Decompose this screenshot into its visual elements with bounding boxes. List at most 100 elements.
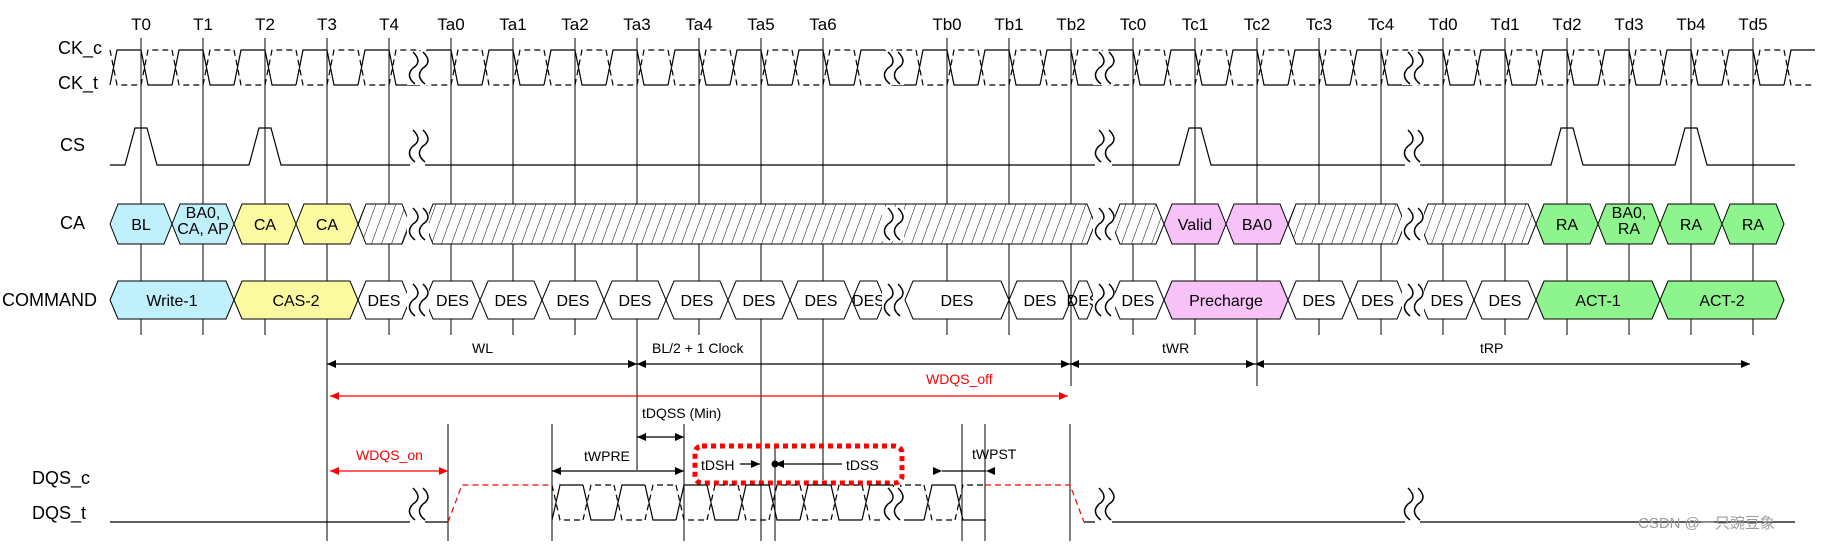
break-mark xyxy=(1094,207,1105,241)
clock-label-t2: T2 xyxy=(255,15,275,34)
break-mark xyxy=(1094,129,1105,163)
break-marks xyxy=(407,51,1424,521)
arrow-head xyxy=(1059,392,1068,400)
command-box-label: DES xyxy=(805,293,838,310)
break-mark xyxy=(418,283,429,317)
ca-box-label: RA xyxy=(1742,217,1765,234)
ca-box-label: RA xyxy=(1680,217,1703,234)
break-mask xyxy=(1402,283,1424,317)
clock-label-td5: Td5 xyxy=(1738,15,1767,34)
dqs-waveforms xyxy=(110,484,1795,523)
break-mask xyxy=(1093,487,1115,521)
ca-dont-care xyxy=(1287,203,1406,245)
arrow-head xyxy=(552,467,561,475)
break-mark xyxy=(1104,207,1115,241)
clock-label-ta3: Ta3 xyxy=(623,15,650,34)
timing-annotations: WL BL/2 + 1 Clock tWR tRP WDQS_off tDQSS… xyxy=(327,340,1750,486)
break-mask xyxy=(882,207,904,241)
wdqs-off-label: WDQS_off xyxy=(926,371,993,387)
ca-box-label: BL xyxy=(131,217,151,234)
arrow-head xyxy=(1246,360,1255,368)
arrow-head xyxy=(637,433,646,441)
break-mark xyxy=(418,129,429,163)
break-mask xyxy=(1093,129,1115,163)
ca-dont-care xyxy=(1419,203,1537,245)
break-mask xyxy=(407,283,429,317)
cs-waveform xyxy=(110,127,1795,166)
break-mask xyxy=(407,487,429,521)
clock-label-tb4: Tb4 xyxy=(1676,15,1705,34)
ca-box-label: CA xyxy=(316,217,339,234)
cs-line xyxy=(110,127,1795,166)
ca-dont-care xyxy=(424,203,1096,245)
break-mark xyxy=(1413,283,1424,317)
break-mark xyxy=(883,207,894,241)
tdsh-tdss-highlight xyxy=(692,443,905,486)
break-mark xyxy=(408,487,419,521)
clock-label-td0: Td0 xyxy=(1428,15,1457,34)
clock-label-tb0: Tb0 xyxy=(932,15,961,34)
tdqss-label: tDQSS (Min) xyxy=(642,405,721,421)
command-box-label: DES xyxy=(681,293,714,310)
break-mark xyxy=(883,51,894,85)
clock-label-tc1: Tc1 xyxy=(1182,15,1208,34)
command-box-label: Precharge xyxy=(1189,293,1263,310)
break-mask xyxy=(1093,51,1115,85)
clock-label-t0: T0 xyxy=(131,15,151,34)
break-mark xyxy=(1094,487,1105,521)
ca-box-label: RA xyxy=(1556,217,1579,234)
command-box-label: DES xyxy=(852,293,885,310)
ca-box-label: CA xyxy=(254,217,277,234)
break-mark xyxy=(1403,207,1414,241)
arrow-head xyxy=(1061,360,1070,368)
break-mark xyxy=(1104,129,1115,163)
clock-label-ta4: Ta4 xyxy=(685,15,712,34)
signal-label-dqs-t: DQS_t xyxy=(32,503,86,524)
ca-box-label: BA0, xyxy=(186,205,221,222)
break-mask xyxy=(1402,129,1424,163)
clock-label-ta1: Ta1 xyxy=(499,15,526,34)
command-box-label: DES xyxy=(1122,293,1155,310)
break-mark xyxy=(1104,51,1115,85)
ca-box-label: CA, AP xyxy=(177,221,229,238)
break-mark xyxy=(893,283,904,317)
break-mask xyxy=(407,51,429,85)
signal-label-ca: CA xyxy=(60,213,85,233)
wl-label: WL xyxy=(472,340,493,356)
clock-label-tb2: Tb2 xyxy=(1056,15,1085,34)
arrow-head xyxy=(751,460,760,468)
break-mask xyxy=(1402,51,1424,85)
trp-label: tRP xyxy=(1480,340,1503,356)
arrow-head xyxy=(330,467,339,475)
clock-label-t4: T4 xyxy=(379,15,399,34)
arrow-head xyxy=(933,467,942,475)
clock-label-td3: Td3 xyxy=(1614,15,1643,34)
clock-label-tc2: Tc2 xyxy=(1244,15,1270,34)
dqs-preamble-red xyxy=(447,484,552,523)
break-mask xyxy=(882,51,904,85)
clock-label-tb1: Tb1 xyxy=(994,15,1023,34)
command-box-label: CAS-2 xyxy=(272,293,319,310)
break-mark xyxy=(893,487,904,521)
tdsh-label: tDSH xyxy=(701,457,734,473)
break-mark xyxy=(1413,487,1424,521)
command-box-label: DES xyxy=(1303,293,1336,310)
signal-label-cs: CS xyxy=(60,135,85,155)
clock-label-tc4: Tc4 xyxy=(1368,15,1394,34)
arrow-head xyxy=(675,433,684,441)
break-mark xyxy=(1413,129,1424,163)
signal-label-ck-c: CK_c xyxy=(58,38,102,59)
command-box-label: Write-1 xyxy=(146,293,197,310)
arrow-head xyxy=(439,467,448,475)
clock-label-ta5: Ta5 xyxy=(747,15,774,34)
clock-label-td1: Td1 xyxy=(1490,15,1519,34)
twpre-label: tWPRE xyxy=(584,448,630,464)
ca-box-label: Valid xyxy=(1178,217,1212,234)
break-mark xyxy=(408,129,419,163)
wdqs-on-label: WDQS_on xyxy=(356,447,423,463)
command-box xyxy=(1659,280,1785,320)
